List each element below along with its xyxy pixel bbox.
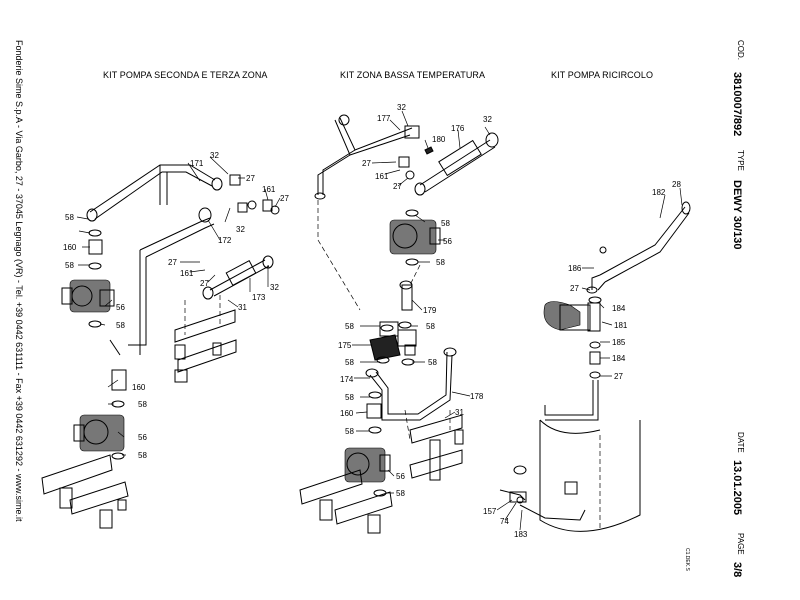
label-m18: 174 — [340, 375, 354, 384]
label-l12: 161 — [180, 269, 194, 278]
label-r9: 27 — [614, 372, 623, 381]
label-l19: 160 — [132, 383, 146, 392]
label-r11: 74 — [500, 517, 509, 526]
label-r8: 184 — [612, 354, 626, 363]
label-m2: 177 — [377, 114, 391, 123]
label-l7: 172 — [218, 236, 232, 245]
label-l3: 27 — [246, 174, 255, 183]
label-l16: 31 — [238, 303, 247, 312]
label-m23: 58 — [345, 427, 354, 436]
label-m25: 58 — [396, 489, 405, 498]
label-l2: 171 — [190, 159, 204, 168]
label-l6: 32 — [236, 225, 245, 234]
label-r3: 186 — [568, 264, 582, 273]
label-l22: 58 — [138, 451, 147, 460]
label-r4: 27 — [570, 284, 579, 293]
label-r2: 182 — [652, 188, 666, 197]
label-m19: 58 — [345, 393, 354, 402]
label-m14: 58 — [426, 322, 435, 331]
label-r1: 28 — [672, 180, 681, 189]
title-kit-second-third-zone: KIT POMPA SECONDA E TERZA ZONA — [103, 70, 268, 80]
label-m24: 56 — [396, 472, 405, 481]
label-l15: 173 — [252, 293, 266, 302]
label-l5: 27 — [280, 194, 289, 203]
label-l20: 58 — [138, 400, 147, 409]
label-r5: 184 — [612, 304, 626, 313]
label-m13: 58 — [345, 322, 354, 331]
middle-kit-drawing — [299, 110, 499, 534]
label-m22: 31 — [455, 408, 464, 417]
label-m1: 32 — [397, 103, 406, 112]
label-l14: 32 — [270, 283, 279, 292]
title-kit-recirc-pump: KIT POMPA RICIRCOLO — [551, 70, 654, 80]
label-m16: 58 — [345, 358, 354, 367]
label-m9: 58 — [441, 219, 450, 228]
label-l10: 58 — [65, 261, 74, 270]
label-l1: 32 — [210, 151, 219, 160]
label-m15: 175 — [338, 341, 352, 350]
label-l21: 56 — [138, 433, 147, 442]
part-labels-middle: 32 177 180 176 32 27 161 27 58 56 58 179… — [338, 103, 492, 498]
label-m4: 176 — [451, 124, 465, 133]
label-m20: 178 — [470, 392, 484, 401]
label-m8: 27 — [393, 182, 402, 191]
title-kit-low-temp-zone: KIT ZONA BASSA TEMPERATURA — [340, 70, 486, 80]
label-l13: 27 — [200, 279, 209, 288]
label-l11: 27 — [168, 258, 177, 267]
label-m10: 56 — [443, 237, 452, 246]
left-kit-drawing — [41, 156, 281, 529]
part-labels-right: 28 182 186 27 184 181 185 184 27 157 74 … — [483, 180, 681, 539]
label-l8: 58 — [65, 213, 74, 222]
label-m17: 58 — [428, 358, 437, 367]
label-l4: 161 — [262, 185, 276, 194]
label-r6: 181 — [614, 321, 628, 330]
part-labels-left: 32 171 27 161 27 32 172 58 160 58 27 161… — [63, 151, 289, 460]
label-r12: 183 — [514, 530, 528, 539]
label-r10: 157 — [483, 507, 497, 516]
label-m21: 160 — [340, 409, 354, 418]
label-m12: 179 — [423, 306, 437, 315]
label-l9: 160 — [63, 243, 77, 252]
label-r7: 185 — [612, 338, 626, 347]
label-m3: 180 — [432, 135, 446, 144]
right-kit-drawing — [496, 187, 691, 532]
label-l17: 56 — [116, 303, 125, 312]
label-m11: 58 — [436, 258, 445, 267]
label-m7: 161 — [375, 172, 389, 181]
label-m5: 32 — [483, 115, 492, 124]
label-l18: 58 — [116, 321, 125, 330]
label-m6: 27 — [362, 159, 371, 168]
